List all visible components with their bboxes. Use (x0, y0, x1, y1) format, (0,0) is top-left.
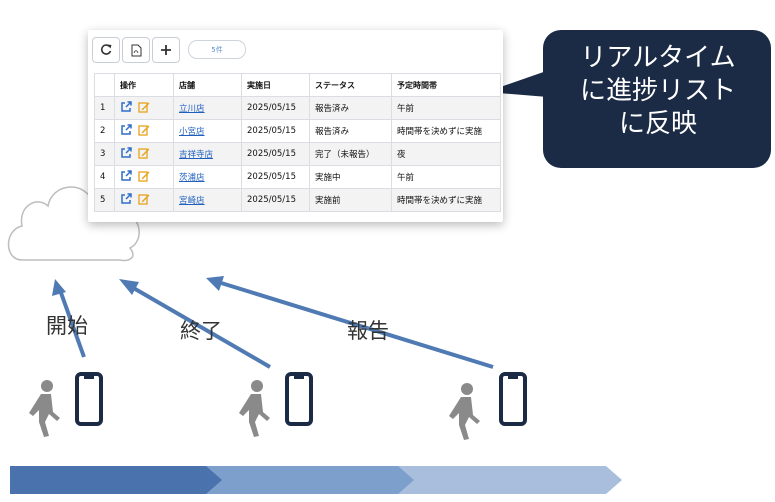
person-walking-icon-2 (239, 380, 270, 437)
result-count-badge: 5件 (188, 40, 246, 59)
status-cell: 報告済み (309, 96, 392, 120)
add-button[interactable] (152, 37, 180, 63)
row-number: 5 (94, 188, 115, 212)
open-link-icon[interactable] (120, 123, 132, 139)
timeline-chevron-2 (196, 466, 414, 494)
callout-line-3: に反映 (618, 109, 697, 139)
arrow-start (52, 279, 86, 358)
store-name[interactable]: 立川店 (179, 104, 205, 114)
status-cell: 報告済み (309, 119, 392, 143)
edit-icon[interactable] (138, 170, 150, 185)
time-slot-cell: 時間帯を決めずに実施 (391, 119, 501, 143)
row-number: 1 (94, 96, 115, 120)
col-header-no (94, 73, 115, 97)
store-link[interactable]: 小宮店 (173, 119, 242, 143)
edit-icon[interactable] (138, 124, 150, 139)
smartphone-icon-1 (75, 372, 103, 426)
col-header-status: ステータス (309, 73, 392, 97)
status-cell: 実施前 (309, 188, 392, 212)
date-cell: 2025/05/15 (241, 165, 310, 189)
row-actions (114, 165, 174, 189)
col-header-time: 予定時間帯 (391, 73, 501, 97)
timeline-chevron-1 (10, 466, 222, 494)
pdf-button[interactable] (122, 37, 150, 63)
date-cell: 2025/05/15 (241, 119, 310, 143)
store-name[interactable]: 小宮店 (179, 127, 205, 137)
row-number: 4 (94, 165, 115, 189)
row-actions (114, 188, 174, 212)
date-cell: 2025/05/15 (241, 96, 310, 120)
callout-bubble (486, 30, 771, 168)
col-header-date: 実施日 (241, 73, 310, 97)
time-slot-cell: 夜 (391, 142, 501, 166)
open-link-icon[interactable] (120, 192, 132, 208)
edit-icon[interactable] (138, 147, 150, 162)
row-actions (114, 96, 174, 120)
row-actions (114, 142, 174, 166)
store-link[interactable]: 茨浦店 (173, 165, 242, 189)
col-header-store: 店舗 (173, 73, 242, 97)
date-cell: 2025/05/15 (241, 188, 310, 212)
store-name[interactable]: 吉祥寺店 (179, 150, 214, 160)
person-walking-icon-1 (29, 380, 60, 437)
callout-line-1: リアルタイム (580, 43, 736, 73)
store-link[interactable]: 吉祥寺店 (173, 142, 242, 166)
time-slot-cell: 午前 (391, 96, 501, 120)
edit-icon[interactable] (138, 101, 150, 116)
row-actions (114, 119, 174, 143)
refresh-button[interactable] (92, 37, 120, 63)
status-cell: 実施中 (309, 165, 392, 189)
store-link[interactable]: 立川店 (173, 96, 242, 120)
open-link-icon[interactable] (120, 146, 132, 162)
col-header-actions: 操作 (114, 73, 174, 97)
refresh-icon (100, 44, 112, 55)
label-end: 終了 (180, 319, 222, 343)
edit-icon[interactable] (138, 193, 150, 208)
timeline-chevron-3 (388, 466, 622, 494)
row-number: 2 (94, 119, 115, 143)
label-start: 開始 (46, 314, 88, 338)
person-walking-icon-3 (449, 383, 480, 440)
open-link-icon[interactable] (120, 100, 132, 116)
row-number: 3 (94, 142, 115, 166)
callout-line-2: に進捗リスト (579, 76, 736, 106)
smartphone-icon-2 (285, 372, 313, 426)
store-name[interactable]: 茨浦店 (179, 173, 205, 183)
plus-icon (161, 45, 171, 55)
store-link[interactable]: 宮崎店 (173, 188, 242, 212)
arrow-report (206, 276, 494, 369)
open-link-icon[interactable] (120, 169, 132, 185)
time-slot-cell: 午前 (391, 165, 501, 189)
callout-text: リアルタイム に進捗リスト に反映 (556, 42, 760, 141)
date-cell: 2025/05/15 (241, 142, 310, 166)
arrow-end (119, 279, 272, 369)
label-report: 報告 (347, 319, 389, 343)
smartphone-icon-3 (499, 372, 527, 426)
time-slot-cell: 時間帯を決めずに実施 (391, 188, 501, 212)
status-cell: 完了（未報告） (309, 142, 392, 166)
store-name[interactable]: 宮崎店 (179, 196, 205, 206)
pdf-file-icon (131, 44, 141, 56)
table-header-row: 操作 店舗 実施日 ステータス 予定時間帯 (94, 73, 501, 97)
